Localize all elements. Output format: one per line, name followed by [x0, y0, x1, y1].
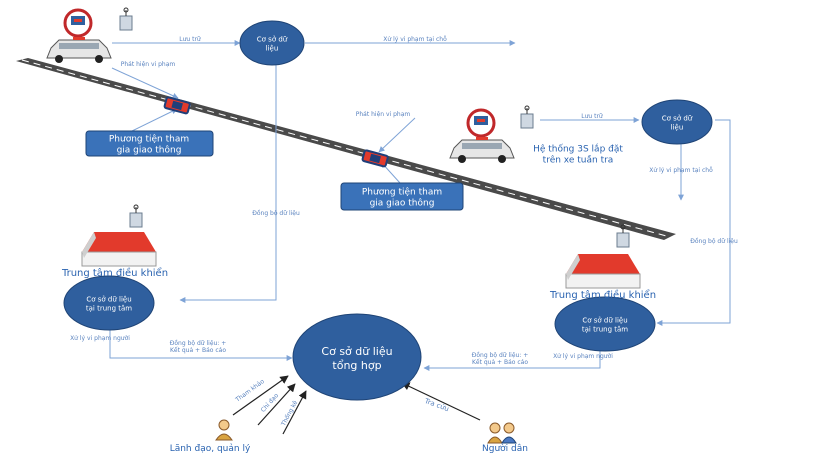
edge-label-leader-1: Tham khảo — [234, 378, 266, 404]
edge-label-detect-left: Phát hiện vi phạm — [121, 61, 176, 68]
edge-detect-left — [111, 67, 179, 99]
camera-icon — [119, 7, 133, 31]
edge-vehicle-left — [131, 108, 178, 132]
edge-label-sync-report-left: Đồng bộ dữ liệu: +Kết quả + Báo cáo — [170, 339, 227, 354]
edge-detect-mid — [378, 117, 416, 153]
edge-sync-left — [179, 64, 277, 303]
edge-lookup — [401, 382, 481, 421]
house-icon — [565, 254, 641, 289]
leader-caption: Lãnh đạo, quản lý — [170, 443, 251, 454]
edge-sync-right — [656, 119, 731, 326]
edge-label-sync-right: Đồng bộ dữ liệu — [690, 237, 738, 245]
edge-leader-1 — [232, 375, 289, 416]
car-icon — [361, 149, 389, 168]
edge-label-store-top: Lưu trữ — [179, 36, 202, 43]
person-icon — [215, 419, 233, 441]
house-icon — [81, 232, 157, 267]
control-center-left-caption: Trung tâm điều khiển — [61, 266, 168, 279]
connectors-dark — [232, 375, 481, 435]
edge-label-sync-report-right: Đồng bộ dữ liệu: +Kết quả + Báo cáo — [472, 351, 529, 366]
edge-label-store-right: Lưu trữ — [581, 113, 604, 120]
edge-label-process-people-right: Xử lý vi phạm người — [553, 353, 613, 360]
edge-label-leader-3: Thống kê — [280, 399, 300, 428]
patrol-car-icon — [449, 108, 515, 163]
camera-icon — [616, 224, 630, 248]
edge-label-process-onsite-top: Xử lý vi phạm tại chỗ — [383, 36, 447, 43]
edge-sync-report-left — [109, 328, 293, 361]
camera-icon — [129, 204, 143, 228]
edge-label-sync-left: Đồng bộ dữ liệu — [252, 209, 300, 217]
car-icon — [163, 96, 191, 115]
citizen-caption: Người dân — [482, 443, 528, 454]
edge-leader-2 — [257, 383, 296, 426]
edge-label-detect-mid: Phát hiện vi phạm — [356, 111, 411, 118]
edge-label-process-people-left: Xử lý vi phạm người — [70, 335, 130, 342]
control-center-right-caption: Trung tâm điều khiển — [549, 288, 656, 301]
edge-leader-3 — [282, 390, 307, 435]
camera-icon — [520, 105, 534, 129]
edge-label-process-onsite-right: Xử lý vi phạm tại chỗ — [649, 167, 713, 174]
people-icon — [487, 422, 517, 444]
patrol-car-icon — [46, 8, 112, 63]
